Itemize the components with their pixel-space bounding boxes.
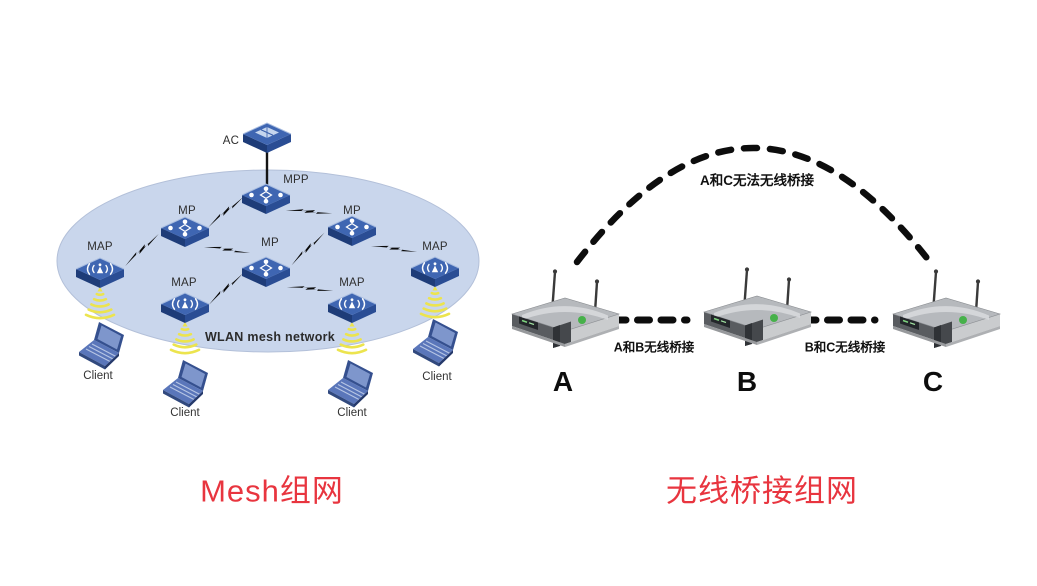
wlan-mesh-network-label: WLAN mesh network xyxy=(204,330,336,344)
router-b-icon xyxy=(702,266,813,348)
mpp-label: MPP xyxy=(283,174,309,186)
mp-center-label: MP xyxy=(261,237,279,249)
bridge-diagram-graphics xyxy=(510,144,1002,350)
arc-a-c-blocked-link xyxy=(573,144,934,266)
map-far-right-label: MAP xyxy=(422,241,448,253)
ac-device-icon xyxy=(243,123,291,153)
mesh-caption: Mesh组网 xyxy=(200,473,344,509)
router-b-label: B xyxy=(736,366,758,397)
client-label-far-right: Client xyxy=(422,371,452,383)
client-laptop-mid-right xyxy=(327,359,374,409)
client-laptop-mid-left xyxy=(162,359,209,409)
mp-right-label: MP xyxy=(343,205,361,217)
router-c-icon xyxy=(891,268,1002,350)
client-laptop-far-right xyxy=(412,318,459,368)
arc-a-c-blocked-label: A和C无法无线桥接 xyxy=(700,173,814,188)
mesh-diagram-graphics xyxy=(56,0,480,409)
map-far-left-label: MAP xyxy=(87,241,113,253)
bridge-b-c-label: B和C无线桥接 xyxy=(804,340,886,355)
map-mid-left-label: MAP xyxy=(171,277,197,289)
router-c-label: C xyxy=(922,366,944,397)
client-label-mid-right: Client xyxy=(337,407,367,419)
ac-label: AC xyxy=(222,135,240,147)
client-laptop-far-left xyxy=(78,321,125,371)
map-mid-right-label: MAP xyxy=(339,277,365,289)
mp-left-label: MP xyxy=(178,205,196,217)
bridge-caption: 无线桥接组网 xyxy=(666,473,858,509)
router-a-label: A xyxy=(552,366,574,397)
client-label-far-left: Client xyxy=(83,370,113,382)
router-a-icon xyxy=(510,268,621,350)
client-label-mid-left: Client xyxy=(170,407,200,419)
bridge-a-b-label: A和B无线桥接 xyxy=(613,340,695,355)
